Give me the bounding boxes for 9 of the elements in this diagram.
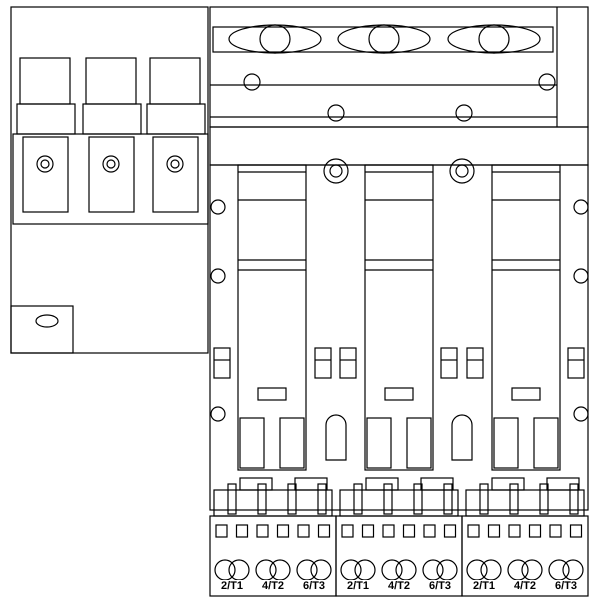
terminal-label: 2/T1 — [346, 580, 370, 592]
terminal-label: 2/T1 — [472, 580, 496, 592]
terminal-label: 6/T3 — [554, 580, 578, 592]
terminal-label: 4/T2 — [261, 580, 286, 592]
terminal-label: 6/T3 — [302, 580, 326, 592]
terminal-label: 4/T2 — [513, 580, 538, 592]
terminal-label: 6/T3 — [428, 580, 452, 592]
terminal-label: 4/T2 — [387, 580, 412, 592]
terminal-label: 2/T1 — [220, 580, 244, 592]
